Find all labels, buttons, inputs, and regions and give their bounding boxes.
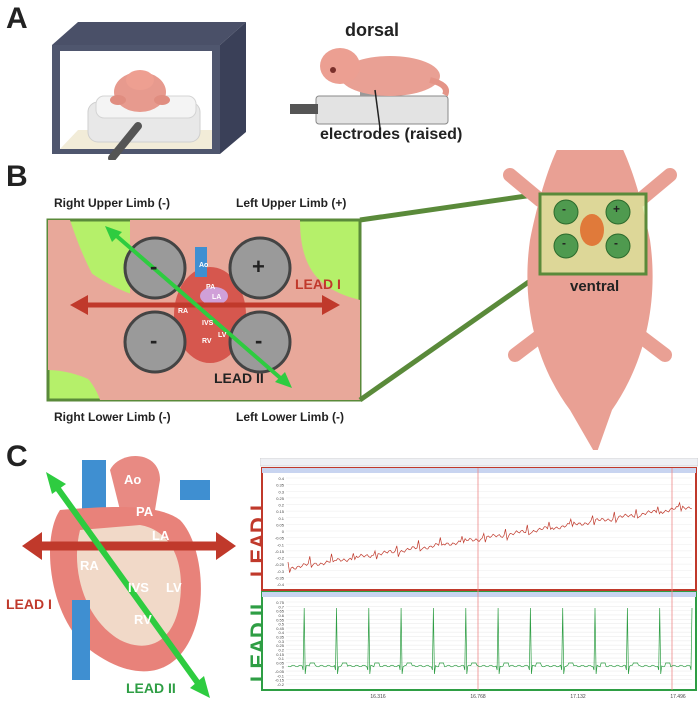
lead-ii-ytick: 0.4 <box>278 630 284 635</box>
time-axis-tick: 16.316 <box>370 694 386 700</box>
heart-label-c-ra: RA <box>80 558 99 573</box>
lead-ii-ytick: 0.05 <box>276 660 285 665</box>
lead-i-trace <box>287 501 693 573</box>
lead-ii-ytick: -0.1 <box>277 673 285 678</box>
lead-ii-ytick: -0.15 <box>275 678 285 683</box>
lead-i-ytick: 0.4 <box>278 476 284 481</box>
left-lower-limb-label: Left Lower Limb (-) <box>236 410 344 424</box>
lead-i-ytick: 0.25 <box>276 496 285 501</box>
enclosure-box <box>52 22 246 160</box>
lead-ii-ytick: 0.65 <box>276 609 285 614</box>
lead-ii-ytick: 0.15 <box>276 652 285 657</box>
lead-i-ytick: 0.15 <box>276 509 285 514</box>
lead-ii-ytick: 0.55 <box>276 617 285 622</box>
lead-ii-ytick: 0.75 <box>276 600 285 605</box>
panel-letter-b: B <box>6 160 28 193</box>
lead-i-ytick: -0.2 <box>277 556 285 561</box>
ventral-sign-right-lower: - <box>562 236 566 250</box>
ventral-sign-right-upper: - <box>562 202 566 216</box>
heart-label-c-la: LA <box>152 528 170 543</box>
lead-i-ytick: 0.1 <box>278 516 284 521</box>
lead-ii-channel-bar <box>262 592 696 597</box>
lead-i-ytick: 0.3 <box>278 489 284 494</box>
heart-label-c-pa: PA <box>136 504 154 519</box>
lead-ii-ytick: 0.45 <box>276 626 285 631</box>
heart-label-b-ra: RA <box>178 308 189 315</box>
lead-i-ytick: 0.05 <box>276 522 285 527</box>
lead-ii-ytick: 0.1 <box>278 656 284 661</box>
lead-i-ytick: -0.4 <box>277 582 285 587</box>
trace-toolbar <box>260 458 698 467</box>
lead-i-ytick: -0.3 <box>277 569 285 574</box>
lead-i-ytick: -0.05 <box>275 536 285 541</box>
dorsal-label: dorsal <box>345 20 400 40</box>
ventral-pup <box>503 150 677 450</box>
right-lower-limb-label: Right Lower Limb (-) <box>54 410 171 424</box>
lead-ii-ytick: -0.2 <box>277 682 285 687</box>
lead-i-label-b: LEAD I <box>295 276 341 292</box>
lead-i-trace-frame <box>261 467 697 591</box>
lead-ii-ytick: 0.5 <box>278 622 284 627</box>
heart-label-b-ivs: IVS <box>202 320 214 327</box>
heart-label-c-ivs: IVS <box>128 580 149 595</box>
ventral-label: ventral <box>570 278 620 295</box>
panel-b-figure <box>46 150 677 450</box>
lead-ii-ytick: 0.25 <box>276 643 285 648</box>
electrodes-label: electrodes (raised) <box>320 126 463 143</box>
electrode-sign-right-upper: - <box>150 254 158 279</box>
lead-i-ytick: -0.25 <box>275 562 285 567</box>
lead-i-ytick: -0.15 <box>275 549 285 554</box>
heart-label-b-lv: LV <box>218 332 227 339</box>
lead-ii-ytick: -0.05 <box>275 669 285 674</box>
lead-ii-ytick: 0 <box>282 665 285 670</box>
panel-letter-a: A <box>6 2 28 35</box>
electrode-sign-right-lower: - <box>150 328 158 353</box>
lead-i-label-c: LEAD I <box>6 596 52 612</box>
ecg-traces: 0.40.350.30.250.20.150.10.050-0.05-0.1-0… <box>260 458 698 700</box>
lead-ii-label-b: LEAD II <box>214 370 264 386</box>
heart-label-b-rv: RV <box>202 338 212 345</box>
heart-label-c-rv: RV <box>134 612 152 627</box>
heart-label-b-ao: Ao <box>199 262 209 269</box>
heart-label-b-pa: PA <box>206 284 216 291</box>
lead-ii-ytick: 0.3 <box>278 639 284 644</box>
electrode-stage <box>290 48 449 129</box>
lead-i-ytick: 0 <box>282 529 285 534</box>
lead-ii-ytick: 0.2 <box>278 647 284 652</box>
lead-ii-ytick: 0.35 <box>276 635 285 640</box>
ventral-sign-left-upper: + <box>613 202 621 216</box>
panel-letter-c: C <box>6 440 28 473</box>
lead-i-ytick: 0.2 <box>278 503 284 508</box>
zoom-inset <box>46 218 362 402</box>
lead-i-ytick: -0.35 <box>275 575 285 580</box>
time-axis-tick: 16.768 <box>470 694 486 700</box>
electrode-sign-left-upper: + <box>252 254 265 279</box>
lead-ii-ytick: 0.7 <box>278 604 284 609</box>
time-axis-tick: 17.132 <box>570 694 586 700</box>
heart-label-b-la: LA <box>212 294 222 301</box>
left-upper-limb-label: Left Upper Limb (+) <box>236 196 347 210</box>
lead-ii-trace <box>287 607 693 675</box>
lead-i-ytick: -0.1 <box>277 542 285 547</box>
lead-ii-label-c: LEAD II <box>126 680 176 696</box>
lead-ii-ytick: 0.6 <box>278 613 284 618</box>
ventral-sign-left-lower: - <box>614 236 618 250</box>
lead-i-channel-bar <box>262 468 696 473</box>
electrode-sign-left-lower: - <box>255 328 263 353</box>
lead-i-ytick: 0.35 <box>276 483 285 488</box>
time-axis-tick: 17.496 <box>670 694 686 700</box>
heart-label-c-ao: Ao <box>124 472 142 487</box>
panel-c-heart <box>22 456 236 698</box>
panel-a-figure <box>52 22 449 160</box>
heart-label-c-lv: LV <box>166 580 182 595</box>
right-upper-limb-label: Right Upper Limb (-) <box>54 196 170 210</box>
